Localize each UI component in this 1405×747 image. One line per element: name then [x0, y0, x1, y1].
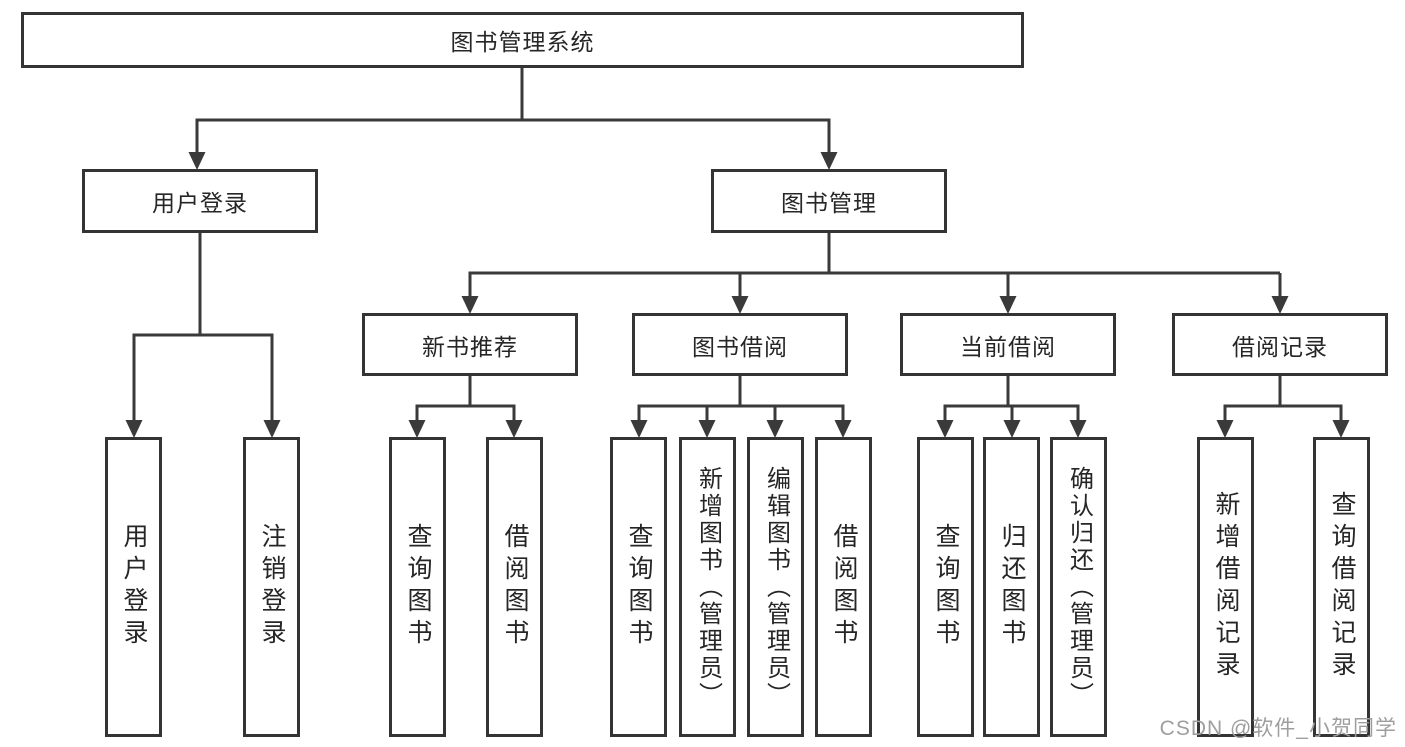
leaf-current-confirm-return-admin: 确认归还（管理员）: [1050, 437, 1107, 737]
leaf-current-query-books: 查询图书: [917, 437, 974, 737]
watermark: CSDN @软件_小贺同学: [1159, 717, 1397, 740]
node-new-book-recommend: 新书推荐: [362, 313, 578, 376]
node-book-borrowing: 图书借阅: [632, 313, 848, 376]
leaf-current-confirm-return-admin-label: 确认归还（管理员）: [1065, 465, 1093, 709]
leaf-borrow-edit-books-admin: 编辑图书（管理员）: [747, 437, 804, 737]
leaf-borrow-borrow-books: 借阅图书: [815, 437, 872, 737]
node-user-login-label: 用户登录: [152, 190, 248, 216]
leaf-borrow-borrow-books-label: 借阅图书: [830, 523, 858, 651]
node-user-login: 用户登录: [82, 169, 318, 233]
leaf-user-login: 用户登录: [105, 437, 162, 737]
leaf-current-return-books: 归还图书: [983, 437, 1040, 737]
leaf-borrow-edit-books-admin-label: 编辑图书（管理员）: [762, 465, 790, 709]
leaf-records-query-record-label: 查询借阅记录: [1328, 491, 1356, 683]
node-book-borrowing-label: 图书借阅: [692, 333, 788, 360]
node-new-book-recommend-label: 新书推荐: [422, 333, 518, 360]
leaf-newrec-query-books-label: 查询图书: [404, 523, 432, 651]
leaf-borrow-add-books-admin: 新增图书（管理员）: [679, 437, 736, 737]
leaf-logout-login: 注销登录: [243, 437, 300, 737]
leaf-logout-login-label: 注销登录: [258, 523, 286, 651]
node-borrowing-records-label: 借阅记录: [1232, 333, 1328, 360]
leaf-user-login-label: 用户登录: [120, 523, 148, 651]
node-book-management: 图书管理: [711, 169, 947, 233]
leaf-records-add-record: 新增借阅记录: [1197, 437, 1254, 737]
node-borrowing-records: 借阅记录: [1172, 313, 1388, 376]
leaf-records-query-record: 查询借阅记录: [1313, 437, 1370, 737]
leaf-current-return-books-label: 归还图书: [998, 523, 1026, 651]
connector-stems: [132, 68, 1343, 422]
leaf-borrow-query-books-label: 查询图书: [625, 523, 653, 651]
leaf-borrow-add-books-admin-label: 新增图书（管理员）: [694, 465, 722, 709]
node-current-borrowing: 当前借阅: [900, 313, 1116, 376]
leaf-newrec-query-books: 查询图书: [389, 437, 446, 737]
leaf-newrec-borrow-books: 借阅图书: [486, 437, 543, 737]
leaf-records-add-record-label: 新增借阅记录: [1212, 491, 1240, 683]
node-root: 图书管理系统: [21, 12, 1024, 68]
node-book-management-label: 图书管理: [781, 190, 877, 216]
node-current-borrowing-label: 当前借阅: [960, 333, 1056, 360]
node-root-label: 图书管理系统: [450, 29, 595, 55]
leaf-borrow-query-books: 查询图书: [610, 437, 667, 737]
leaf-newrec-borrow-books-label: 借阅图书: [501, 523, 529, 651]
leaf-current-query-books-label: 查询图书: [932, 523, 960, 651]
